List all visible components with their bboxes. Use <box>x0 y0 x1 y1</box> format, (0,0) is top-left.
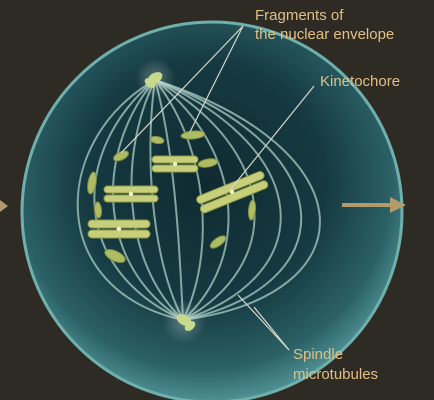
leader-line-envelope-a <box>120 25 244 154</box>
label-nuclear-envelope-line2: the nuclear envelope <box>255 26 394 43</box>
chromosome <box>87 219 151 239</box>
chromosome <box>103 185 159 203</box>
arrow-right-icon <box>342 197 406 213</box>
arrow-in-icon <box>0 200 8 212</box>
spindle-pole-bottom <box>162 300 206 344</box>
chromosomes <box>87 155 269 239</box>
leader-line-envelope-b <box>189 25 244 133</box>
kinetochores <box>116 161 235 232</box>
leader-lines <box>120 25 315 351</box>
label-spindle-line2: microtubules <box>293 366 378 383</box>
chromosome <box>151 155 199 173</box>
cell-body <box>20 20 404 400</box>
leader-line-spindle-a <box>237 294 290 351</box>
leader-line-spindle-b <box>253 306 290 351</box>
spindle-pole-top <box>135 58 175 98</box>
label-nuclear-envelope-line1: Fragments of <box>255 7 344 24</box>
leader-line-kinetochore <box>229 85 315 191</box>
label-kinetochore: Kinetochore <box>320 73 400 90</box>
label-spindle-line1: Spindle <box>293 346 343 363</box>
nuclear-envelope-fragments <box>87 130 257 263</box>
